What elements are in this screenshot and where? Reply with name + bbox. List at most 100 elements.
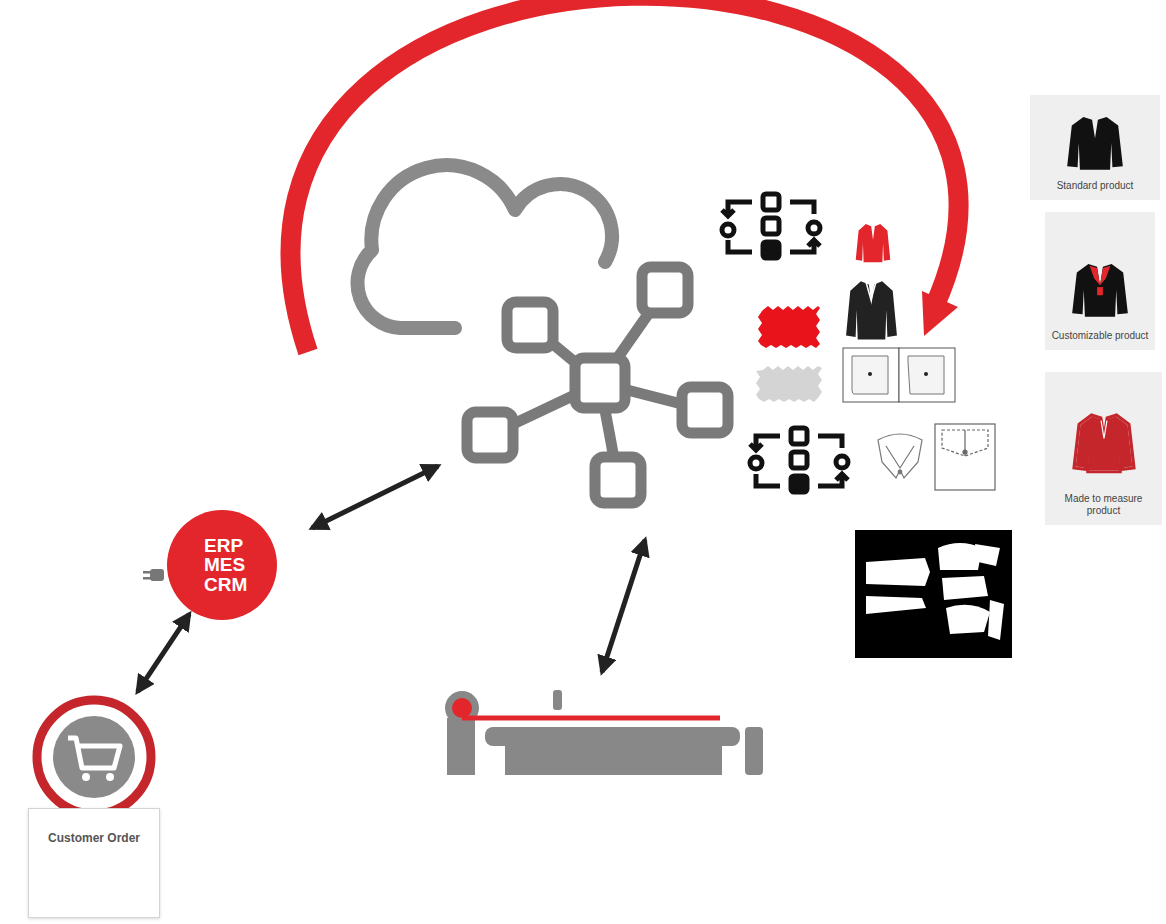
shirt — [866, 282, 876, 300]
node-text: Customizable product — [1052, 330, 1149, 342]
process-icon — [763, 194, 779, 210]
jacket-icon — [1097, 287, 1103, 295]
pocket-drawing — [942, 430, 988, 456]
node-text: Standard product — [1057, 180, 1134, 192]
process-icon — [750, 457, 762, 469]
pocket-drawing — [963, 450, 967, 454]
feedback-arc — [291, 0, 959, 352]
jacket-icon — [1066, 112, 1124, 174]
process-icon — [742, 420, 865, 512]
jacket-icon — [1072, 264, 1128, 317]
process-icon — [818, 474, 848, 486]
process-icon — [791, 452, 807, 468]
collar-drawing — [878, 434, 922, 478]
feedback-arc — [291, 0, 959, 352]
cart-icon — [106, 773, 114, 781]
fabric-swatch — [756, 366, 822, 402]
process-icon — [750, 436, 780, 450]
pocket-options — [843, 348, 899, 402]
pocket-options — [843, 348, 955, 402]
system-circle: ERP MES CRM — [167, 510, 277, 620]
pattern-pieces — [938, 543, 982, 570]
pocket-options — [852, 356, 888, 394]
cutter-machine — [445, 690, 763, 775]
process-icon — [763, 218, 779, 234]
jacket-icon — [1090, 266, 1111, 286]
process-icon — [791, 428, 807, 444]
pocket-options — [899, 348, 955, 402]
cutter-machine — [505, 746, 722, 775]
pattern-pieces — [946, 605, 990, 634]
collar-drawing — [898, 470, 902, 474]
cutter-machine — [485, 727, 740, 746]
collar-drawing — [878, 434, 922, 478]
process-icon — [742, 420, 865, 512]
process-icon — [756, 474, 780, 486]
collar-drawing — [886, 446, 914, 468]
network-icon — [507, 302, 553, 348]
process-icon — [790, 240, 820, 252]
pattern-pieces — [855, 530, 1012, 658]
cart-icon — [37, 700, 151, 814]
process-icon — [836, 456, 848, 468]
process-icon — [712, 188, 840, 270]
network-icon — [467, 412, 513, 458]
pocket-drawing — [935, 424, 995, 490]
cutter-machine — [447, 718, 475, 775]
pattern-pieces — [988, 600, 1004, 640]
jacket-icon — [1101, 421, 1107, 439]
cutter-machine — [462, 716, 720, 721]
process-icon — [791, 476, 807, 492]
network-icon — [575, 358, 625, 408]
node-text: Made to measure product — [1049, 493, 1158, 517]
cart-icon — [82, 773, 90, 781]
connector-arrow — [138, 614, 190, 692]
pattern-pieces — [855, 530, 1012, 658]
node-text: Customer Order — [28, 808, 160, 918]
node-text: ERP MES CRM — [204, 536, 252, 594]
shirt — [846, 281, 897, 339]
network-icon — [467, 267, 728, 503]
cart-icon — [37, 700, 151, 814]
network-icon — [642, 267, 688, 313]
cart-icon — [53, 716, 135, 798]
jacket-icon — [1071, 399, 1137, 487]
process-icon — [763, 242, 779, 258]
product-card: Customizable product — [1045, 212, 1155, 350]
cutter-machine — [553, 690, 562, 710]
fabric-swatch — [758, 306, 820, 348]
sync-arrows — [312, 466, 438, 528]
pattern-pieces — [975, 544, 1000, 566]
pocket-options — [908, 356, 944, 394]
fabric-swatch — [756, 366, 822, 402]
jacket-icon — [1075, 416, 1132, 470]
plug-icon — [150, 569, 164, 581]
jacket-icon — [1071, 256, 1129, 324]
plug-icon — [143, 577, 151, 580]
process-icon — [808, 222, 820, 234]
cloud-icon — [358, 165, 612, 328]
product-card: Made to measure product — [1045, 372, 1162, 525]
pattern-pieces — [866, 558, 930, 586]
cutter-machine — [452, 698, 472, 718]
sync-arrows — [602, 540, 645, 672]
sync-arrows — [312, 466, 645, 672]
fabric-swatch — [758, 306, 820, 348]
process-icon — [712, 188, 840, 270]
process-icon — [722, 224, 734, 236]
process-icon — [818, 436, 842, 448]
plug-icon — [143, 569, 164, 581]
jacket-icon — [1067, 117, 1123, 170]
red-jacket — [856, 224, 891, 262]
process-icon — [790, 202, 814, 214]
pattern-pieces — [866, 596, 926, 614]
network-icon — [682, 387, 728, 433]
shirt — [846, 281, 897, 339]
pattern-pieces — [942, 576, 988, 600]
product-card: Standard product — [1030, 95, 1160, 200]
cart-icon — [68, 738, 120, 768]
cloud-icon — [358, 165, 612, 328]
